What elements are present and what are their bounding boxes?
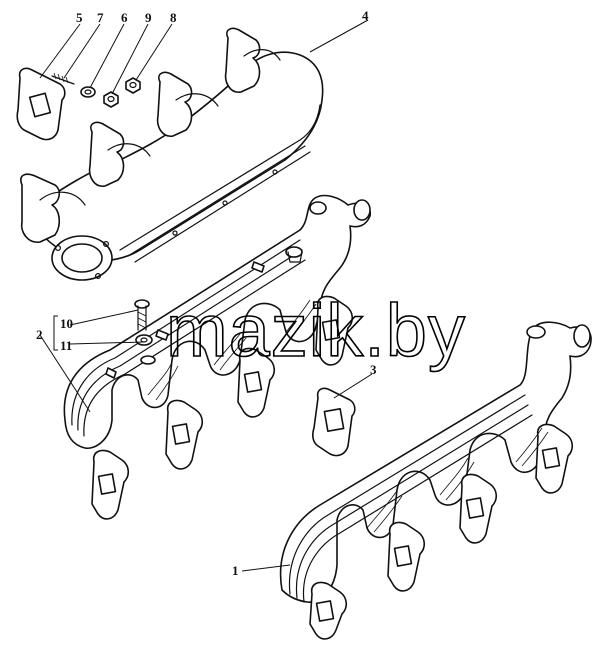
part-6-washer <box>80 86 96 98</box>
callout-8: 8 <box>170 10 177 25</box>
part-7-stud <box>51 72 75 85</box>
watermark-text: mazik.by <box>166 289 466 372</box>
part-10-bolt <box>134 299 150 331</box>
callout-7: 7 <box>97 10 104 25</box>
callout-3: 3 <box>370 362 377 377</box>
callout-1: 1 <box>232 563 239 578</box>
callout-10: 10 <box>60 316 73 331</box>
part-2-exhaust-manifold <box>63 194 372 520</box>
callout-labels: 5 7 6 9 8 4 10 2 11 3 1 <box>36 8 377 578</box>
part-10-11-small-stud <box>155 329 169 341</box>
callout-5: 5 <box>76 10 83 25</box>
part-4-exhaust-manifold-assembly <box>20 27 324 281</box>
part-8-nut <box>125 77 141 94</box>
part-1-exhaust-manifold <box>279 321 592 640</box>
part-5-gasket <box>16 67 66 141</box>
callout-2: 2 <box>36 327 43 342</box>
callout-6: 6 <box>121 10 128 25</box>
callout-11: 11 <box>60 338 72 353</box>
callout-9: 9 <box>145 10 152 25</box>
part-11-washer <box>135 334 156 365</box>
part-3-gasket <box>312 387 356 457</box>
callout-4: 4 <box>362 8 369 23</box>
part-9-nut <box>103 91 119 108</box>
leader-lines <box>39 19 373 572</box>
